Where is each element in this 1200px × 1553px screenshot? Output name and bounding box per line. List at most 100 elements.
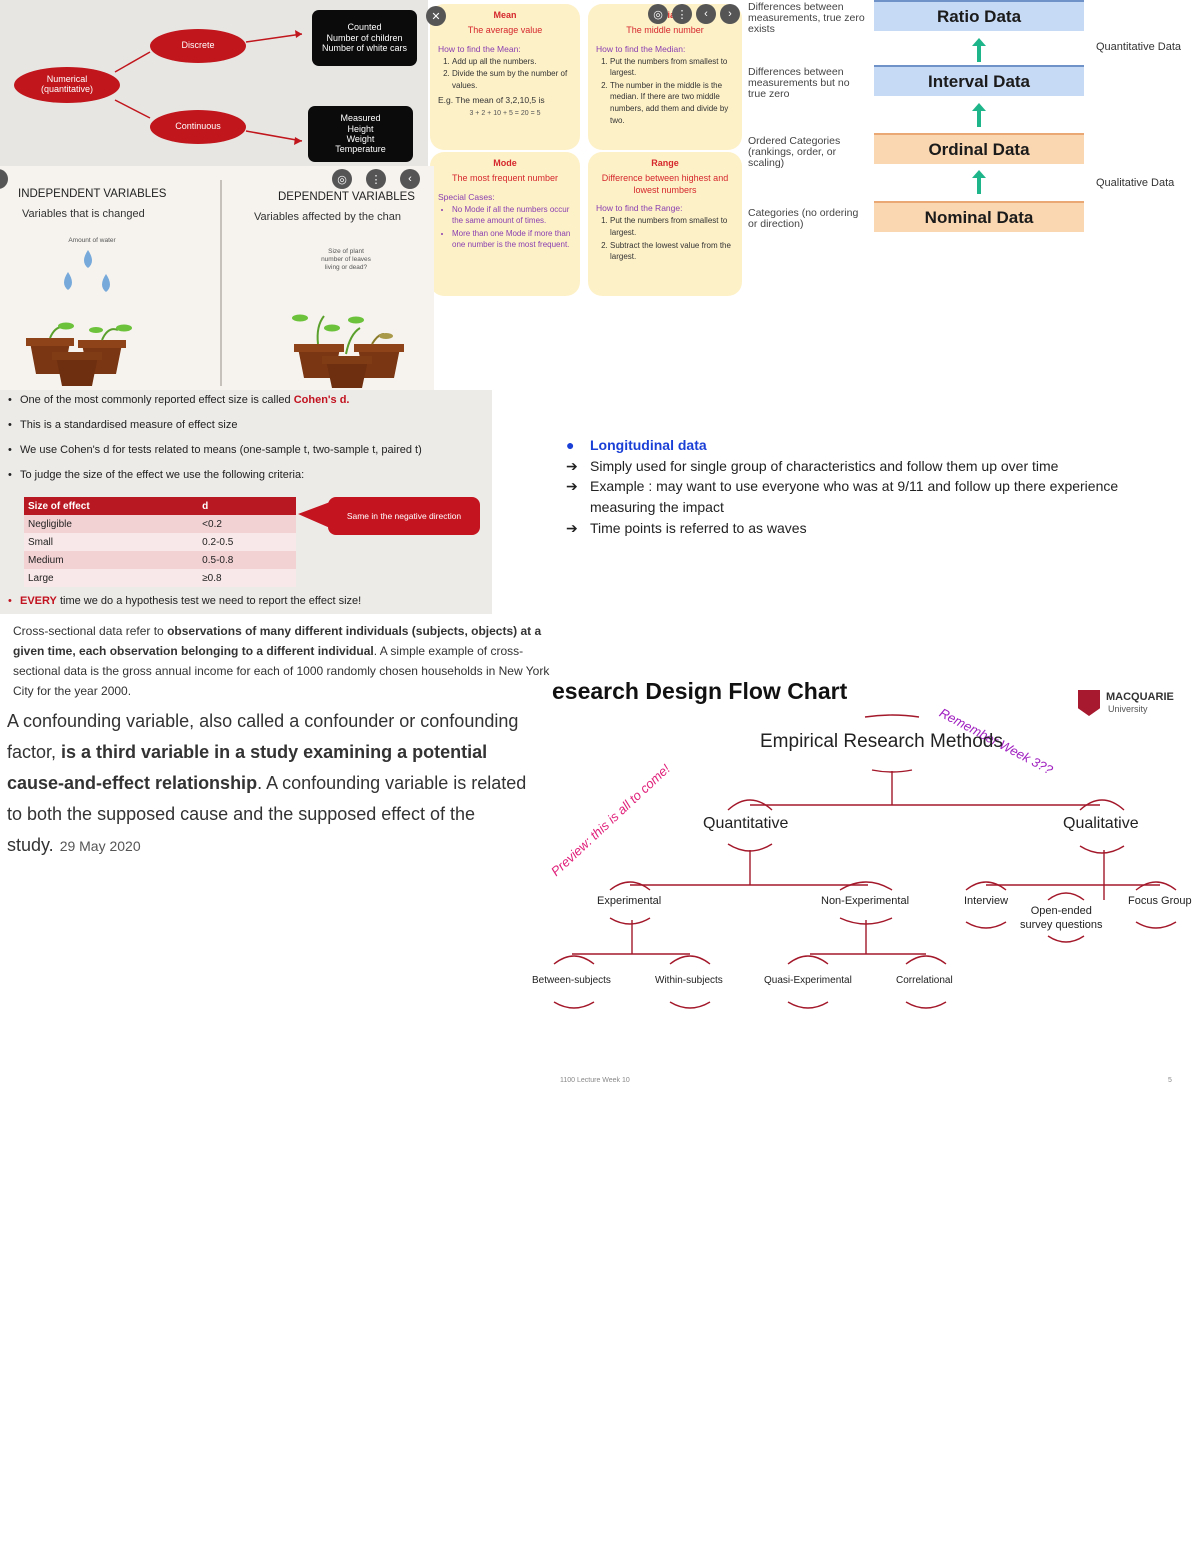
dependent-note: Size of plant number of leaves living or… bbox=[304, 248, 388, 271]
mean-card: Mean The average value How to find the M… bbox=[430, 4, 580, 150]
list-item: No Mode if all the numbers occur the sam… bbox=[452, 204, 572, 227]
cohen-bullet-4: •To judge the size of the effect we use … bbox=[8, 469, 304, 481]
quantitative-data-label: Quantitative Data bbox=[1096, 41, 1181, 53]
range-title: Range bbox=[596, 158, 734, 168]
negative-direction-callout: Same in the negative direction bbox=[328, 497, 480, 535]
interval-description: Differences between measurements but no … bbox=[748, 67, 868, 100]
table-row: Small0.2-0.5 bbox=[24, 533, 296, 551]
node-open-ended-survey: Open-ended survey questions bbox=[1020, 905, 1103, 933]
mean-formula: 3 + 2 + 10 + 5 = 20 = 5 bbox=[438, 110, 572, 117]
nominal-data-box: Nominal Data bbox=[874, 201, 1084, 232]
mean-steps: Add up all the numbers. Divide the sum b… bbox=[438, 56, 572, 92]
range-card: Range Difference between highest and low… bbox=[588, 152, 742, 296]
qualitative-data-label: Qualitative Data bbox=[1096, 177, 1174, 189]
lens-icon[interactable]: ◎ bbox=[332, 169, 352, 189]
node-focus-group: Focus Group bbox=[1128, 895, 1192, 909]
range-subtitle: Difference between highest and lowest nu… bbox=[596, 173, 734, 196]
numerical-root-node: Numerical (quantitative) bbox=[14, 67, 120, 103]
close-icon[interactable]: ✕ bbox=[426, 6, 446, 26]
longitudinal-title: Longitudinal data bbox=[590, 437, 707, 453]
list-item: Subtract the lowest value from the large… bbox=[610, 240, 734, 263]
node-experimental: Experimental bbox=[597, 895, 661, 909]
table-row: Negligible<0.2 bbox=[24, 515, 296, 533]
arrow-up-icon bbox=[972, 38, 986, 62]
ordinal-description: Ordered Categories (rankings, order, or … bbox=[748, 136, 868, 169]
median-steps: Put the numbers from smallest to largest… bbox=[596, 56, 734, 127]
mean-subtitle: The average value bbox=[438, 25, 572, 37]
table-row: Large≥0.8 bbox=[24, 569, 296, 587]
nominal-description: Categories (no ordering or direction) bbox=[748, 208, 868, 230]
list-item: Add up all the numbers. bbox=[452, 56, 572, 68]
more-icon[interactable]: ⋮ bbox=[672, 4, 692, 24]
list-item: Put the numbers from smallest to largest… bbox=[610, 56, 734, 79]
node-qualitative: Qualitative bbox=[1063, 814, 1139, 834]
table-header: d bbox=[198, 497, 296, 515]
chevron-left-icon[interactable]: ‹ bbox=[696, 4, 716, 24]
median-card: Median The middle number How to find the… bbox=[588, 4, 742, 150]
node-empirical-research-methods: Empirical Research Methods bbox=[760, 730, 1003, 754]
cohen-d-emphasis: Cohen's d. bbox=[294, 394, 350, 406]
chevron-right-icon[interactable]: › bbox=[720, 4, 740, 24]
discrete-node: Discrete bbox=[150, 29, 246, 63]
list-item: Put the numbers from smallest to largest… bbox=[610, 215, 734, 238]
longitudinal-line-3: measuring the impact bbox=[566, 497, 724, 517]
median-subtitle: The middle number bbox=[596, 25, 734, 37]
mode-subtitle: The most frequent number bbox=[438, 173, 572, 185]
confounding-definition: A confounding variable, also called a co… bbox=[7, 706, 527, 862]
arrow-up-icon bbox=[972, 170, 986, 194]
longitudinal-line-2: ➔Example : may want to use everyone who … bbox=[566, 476, 1118, 496]
node-between-subjects: Between-subjects bbox=[532, 975, 611, 988]
counted-box: Counted Number of children Number of whi… bbox=[312, 10, 417, 66]
range-steps: Put the numbers from smallest to largest… bbox=[596, 215, 734, 262]
dependent-title: DEPENDENT VARIABLES bbox=[278, 191, 415, 203]
ordinal-data-box: Ordinal Data bbox=[874, 133, 1084, 164]
node-quantitative: Quantitative bbox=[703, 814, 788, 834]
measured-box: Measured Height Weight Temperature bbox=[308, 106, 413, 162]
numerical-diagram-panel: Numerical (quantitative) Discrete Contin… bbox=[0, 0, 428, 166]
slide-number: 5 bbox=[1168, 1077, 1172, 1084]
median-how: How to find the Median: bbox=[596, 44, 734, 54]
mean-title: Mean bbox=[438, 10, 572, 20]
continuous-node: Continuous bbox=[150, 110, 246, 144]
chevron-left-icon[interactable]: ‹ bbox=[400, 169, 420, 189]
table-header-row: Size of effect d bbox=[24, 497, 296, 515]
mode-steps: No Mode if all the numbers occur the sam… bbox=[438, 204, 572, 251]
independent-note: Amount of water bbox=[52, 237, 132, 245]
independent-title: INDEPENDENT VARIABLES bbox=[18, 188, 166, 200]
node-non-experimental: Non-Experimental bbox=[821, 895, 909, 909]
list-item: More than one Mode if more than one numb… bbox=[452, 228, 572, 251]
longitudinal-line-1: ➔Simply used for single group of charact… bbox=[566, 456, 1058, 476]
slide-footer: 1100 Lecture Week 10 bbox=[560, 1077, 630, 1084]
table-header: Size of effect bbox=[24, 497, 198, 515]
mean-how: How to find the Mean: bbox=[438, 44, 572, 54]
longitudinal-line-4: ➔Time points is referred to as waves bbox=[566, 518, 807, 538]
callout-pointer bbox=[298, 500, 332, 532]
mode-card: Mode The most frequent number Special Ca… bbox=[430, 152, 580, 296]
range-how: How to find the Range: bbox=[596, 203, 734, 213]
longitudinal-title-row: ●Longitudinal data bbox=[566, 435, 707, 455]
variables-panel: INDEPENDENT VARIABLES Variables that is … bbox=[0, 166, 434, 390]
arrow-up-icon bbox=[972, 103, 986, 127]
node-within-subjects: Within-subjects bbox=[655, 975, 723, 988]
node-interview: Interview bbox=[964, 895, 1008, 909]
table-row: Medium0.5-0.8 bbox=[24, 551, 296, 569]
list-item: The number in the middle is the median. … bbox=[610, 80, 734, 126]
ratio-data-box: Ratio Data bbox=[874, 0, 1084, 31]
list-item: Divide the sum by the number of values. bbox=[452, 68, 572, 91]
node-correlational: Correlational bbox=[896, 975, 953, 988]
node-quasi-experimental: Quasi-Experimental bbox=[764, 975, 852, 988]
mean-example: E.g. The mean of 3,2,10,5 is bbox=[438, 95, 572, 105]
mode-how: Special Cases: bbox=[438, 192, 572, 202]
cohen-bullet-2: •This is a standardised measure of effec… bbox=[8, 419, 237, 431]
cohen-bullet-1: •One of the most commonly reported effec… bbox=[8, 394, 350, 406]
ratio-description: Differences between measurements, true z… bbox=[748, 2, 868, 35]
independent-subtitle: Variables that is changed bbox=[22, 208, 145, 220]
lens-icon[interactable]: ◎ bbox=[648, 4, 668, 24]
cohen-bullet-3: •We use Cohen's d for tests related to m… bbox=[8, 444, 422, 456]
interval-data-box: Interval Data bbox=[874, 65, 1084, 96]
stats-cards-panel: Mean The average value How to find the M… bbox=[428, 0, 746, 300]
definition-date: 29 May 2020 bbox=[60, 838, 141, 854]
more-icon[interactable]: ⋮ bbox=[366, 169, 386, 189]
cross-sectional-definition: Cross-sectional data refer to observatio… bbox=[13, 621, 553, 701]
